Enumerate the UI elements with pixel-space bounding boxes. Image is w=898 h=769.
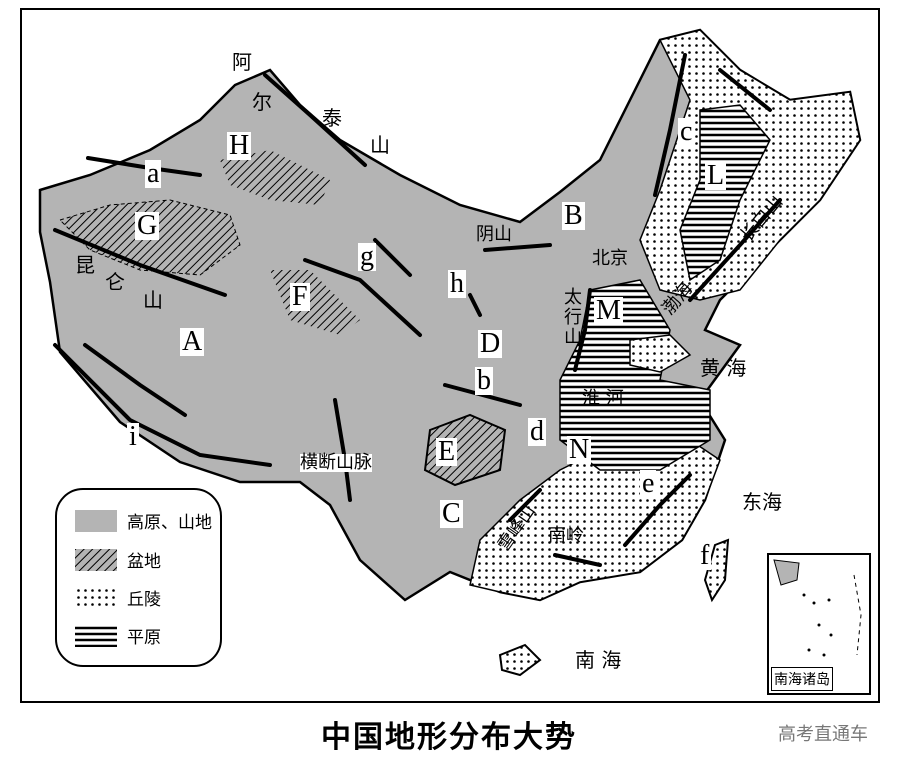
lesser-khingan-line [718, 68, 772, 112]
legend-label: 盆地 [127, 552, 161, 572]
taiwan-island [703, 538, 730, 603]
hatch-swatch [75, 548, 117, 571]
label-H: H [227, 130, 252, 161]
watermark: 高考直通车 [778, 724, 868, 745]
dots-swatch [75, 586, 117, 609]
label-N: N [567, 434, 592, 465]
nanling-line [553, 553, 602, 567]
xuefeng-line [508, 488, 542, 522]
himalaya-line [83, 343, 187, 417]
kunlun-char-1: 昆 [75, 253, 95, 277]
nanling-label: 南岭 [548, 525, 584, 546]
taihang-label: 太行山 [561, 287, 582, 347]
map-frame [20, 8, 880, 703]
i-line [53, 343, 272, 467]
label-b: b [475, 365, 493, 396]
altai-char-4: 山 [370, 133, 390, 157]
label-C: C [440, 498, 463, 529]
greater-khingan-line [653, 53, 687, 197]
legend-item-hills: 丘陵 [75, 585, 161, 610]
legend-item-basin: 盆地 [75, 547, 161, 572]
map-legend: 高原、山地 盆地 丘陵 平原 [55, 488, 222, 667]
legend-label: 丘陵 [127, 590, 161, 610]
kunlun-line [53, 228, 227, 297]
legend-item-plain: 平原 [75, 623, 161, 648]
label-c: c [678, 116, 695, 147]
qilian-line [303, 258, 422, 337]
label-e: e [640, 468, 657, 499]
label-d: d [528, 416, 546, 447]
huanghai-label: 黄 海 [700, 356, 747, 380]
south-china-sea-inset: 南海诸岛 [767, 553, 871, 695]
inset-label: 南海诸岛 [771, 667, 833, 691]
lines-swatch [75, 624, 117, 647]
g-line [373, 238, 412, 277]
sichuan-basin [423, 413, 507, 487]
altai-line [263, 73, 367, 167]
kunlun-char-3: 山 [143, 288, 163, 312]
label-D: D [478, 328, 503, 359]
hengduan-label: 横断山脉 [300, 452, 372, 473]
north-china-plain [559, 279, 711, 471]
altai-char-2: 尔 [252, 90, 272, 114]
label-f: f [698, 540, 712, 571]
junggar-basin [220, 150, 330, 205]
wuyi-line [623, 473, 692, 547]
legend-label: 平原 [127, 628, 161, 648]
legend-item-plateau: 高原、山地 [75, 508, 212, 533]
qinling-line [443, 383, 522, 407]
taihang-line [573, 288, 592, 372]
donghai-label: 东海 [742, 490, 782, 514]
changbai-line [688, 198, 782, 302]
helan-line [468, 293, 482, 317]
label-a: a [145, 158, 162, 189]
label-B: B [562, 200, 585, 231]
nanhai-label: 南 海 [575, 648, 622, 672]
hainan-island [498, 643, 542, 677]
label-E: E [436, 436, 458, 467]
hills-region [469, 429, 721, 601]
sandong-hills [629, 334, 692, 373]
map-title: 中国地形分布大势 [321, 720, 577, 755]
inset-islands [773, 559, 862, 657]
label-A: A [180, 326, 205, 357]
mountain-ranges [53, 53, 782, 567]
beijing-label: 北京 [592, 248, 628, 269]
label-M: M [594, 295, 623, 326]
yinshan-label: 阴山 [476, 224, 512, 245]
label-L: L [705, 160, 727, 191]
gray-swatch [75, 509, 117, 532]
label-G: G [135, 210, 160, 241]
legend-label: 高原、山地 [127, 513, 212, 533]
label-h: h [448, 268, 466, 299]
altai-char-3: 泰 [322, 106, 342, 130]
huaihe-label: 淮 河 [582, 388, 624, 409]
altai-char-1: 阿 [232, 50, 252, 74]
northeast-plain [679, 104, 771, 282]
label-g: g [358, 241, 376, 272]
label-F: F [290, 281, 310, 312]
yinshan-line [483, 243, 552, 252]
kunlun-char-2: 仑 [105, 270, 125, 294]
label-i: i [127, 421, 139, 452]
